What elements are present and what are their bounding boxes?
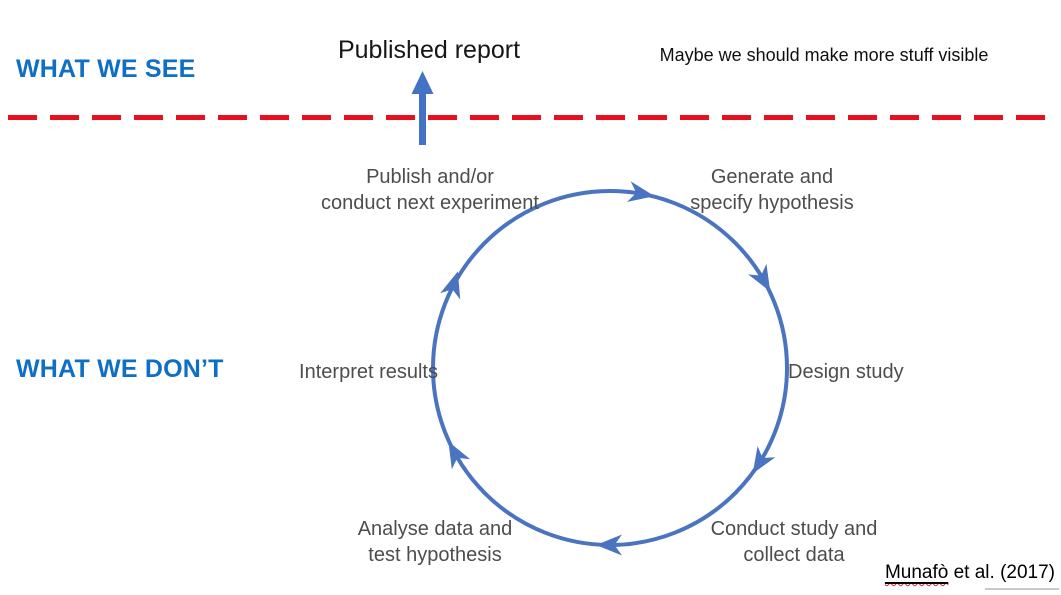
cycle-label-conduct: Conduct study and collect data	[644, 516, 944, 568]
cycle-label-line: Interpret results	[299, 361, 438, 383]
cycle-label-line: conduct next experiment	[321, 192, 539, 214]
citation-suffix: et al. (2017)	[948, 562, 1055, 583]
up-arrow-shaft	[419, 90, 426, 145]
cycle-label-design: Design study	[788, 359, 1008, 385]
cycle-label-line: specify hypothesis	[690, 192, 854, 214]
cycle-label-generate: Generate and specify hypothesis	[622, 164, 922, 216]
cycle-label-line: Conduct study and	[710, 518, 878, 540]
up-arrow-icon	[411, 71, 434, 145]
cycle-arrowhead-icon	[448, 441, 471, 470]
what-we-see-heading: WHAT WE SEE	[16, 55, 196, 83]
cycle-arrowhead-icon	[627, 181, 655, 202]
cycle-label-line: Publish and/or	[366, 166, 494, 188]
citation-author: Munafò	[884, 562, 949, 583]
cycle-label-publish: Publish and/or conduct next experiment	[280, 164, 580, 216]
red-dashed-divider	[8, 115, 1056, 120]
cycle-arrowhead-icon	[748, 263, 771, 292]
cycle-label-analyse: Analyse data and test hypothesis	[285, 516, 585, 568]
cycle-label-line: collect data	[743, 544, 845, 566]
what-we-dont-heading: WHAT WE DON’T	[16, 355, 224, 383]
cycle-arrowhead-icon	[752, 446, 776, 474]
cycle-label-line: Generate and	[710, 166, 834, 188]
cycle-label-interpret: Interpret results	[218, 359, 438, 385]
published-report-label: Published report	[337, 36, 521, 64]
up-arrow-head	[411, 71, 434, 94]
cycle-arrowhead-icon	[596, 534, 622, 556]
citation-author-squiggle: Munafò	[885, 562, 948, 583]
cycle-arrowhead-icon	[440, 271, 461, 300]
visibility-note: Maybe we should make more stuff visible	[659, 45, 989, 65]
cycle-circle	[431, 189, 789, 547]
cycle-label-line: test hypothesis	[368, 544, 502, 566]
cycle-label-line: Analyse data and	[357, 518, 513, 540]
citation: Munafò et al. (2017)	[885, 562, 1055, 584]
bottom-gray-bar	[985, 588, 1059, 590]
cycle-label-line: Design study	[788, 361, 904, 383]
